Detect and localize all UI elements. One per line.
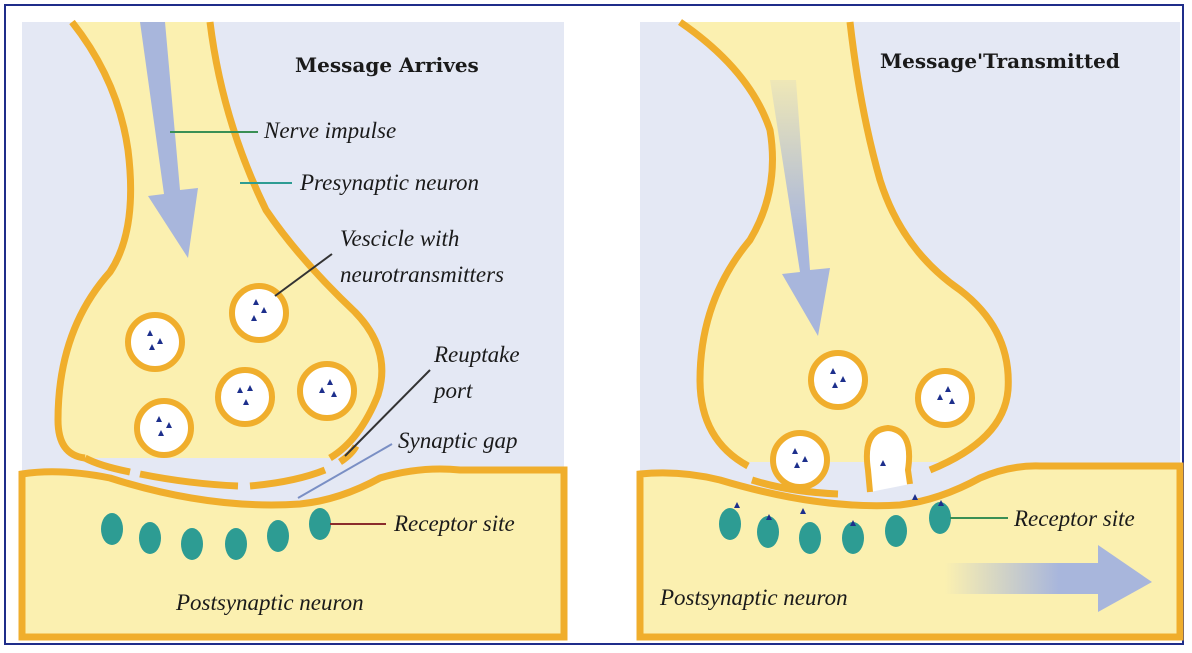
label-reuptake-line1: Reuptake <box>433 342 520 367</box>
right-panel: Message'Transmitted Receptor site Postsy… <box>640 22 1180 637</box>
label-postsynaptic-neuron: Postsynaptic neuron <box>659 585 848 610</box>
receptor <box>267 520 289 552</box>
vesicle <box>918 371 972 425</box>
label-receptor-site: Receptor site <box>1013 506 1135 531</box>
receptor <box>885 515 907 547</box>
receptor <box>309 508 331 540</box>
left-panel-title: Message Arrives <box>295 53 479 77</box>
fusing-vesicle <box>867 428 910 492</box>
vesicle <box>773 433 827 487</box>
receptor <box>719 508 741 540</box>
vesicle <box>128 315 182 369</box>
label-presynaptic-neuron: Presynaptic neuron <box>299 170 479 195</box>
right-panel-title: Message'Transmitted <box>880 49 1120 73</box>
receptor <box>929 502 951 534</box>
vesicle <box>218 370 272 424</box>
receptor <box>181 528 203 560</box>
label-receptor-site: Receptor site <box>393 511 515 536</box>
vesicle <box>137 401 191 455</box>
vesicle <box>811 353 865 407</box>
label-reuptake-line2: port <box>432 378 473 403</box>
label-nerve-impulse: Nerve impulse <box>263 118 396 143</box>
label-vesicle-line1: Vescicle with <box>340 226 459 251</box>
receptor <box>225 528 247 560</box>
receptor <box>757 516 779 548</box>
vesicle <box>300 364 354 418</box>
label-postsynaptic-neuron: Postsynaptic neuron <box>175 590 364 615</box>
receptor <box>842 522 864 554</box>
receptor <box>139 522 161 554</box>
receptor <box>799 522 821 554</box>
left-panel: Message Arrives Nerve impulse Presynapti… <box>22 22 564 637</box>
label-vesicle-line2: neurotransmitters <box>340 262 504 287</box>
label-synaptic-gap: Synaptic gap <box>398 428 517 453</box>
receptor <box>101 513 123 545</box>
